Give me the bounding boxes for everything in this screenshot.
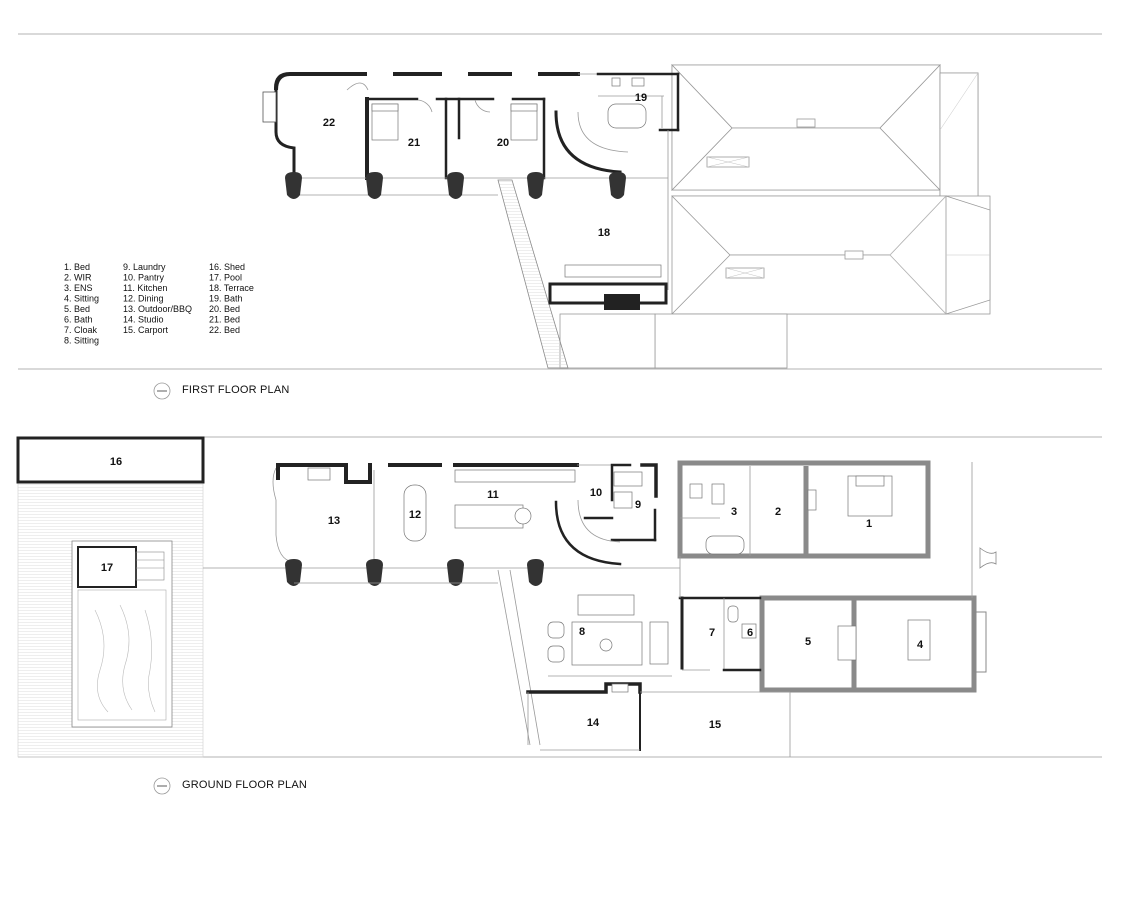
room-label: 2 [775, 506, 781, 518]
legend-item: 12. Dining [123, 294, 164, 304]
legend-column: 1. Bed 2. WIR 3. ENS 4. Sitting 5. Bed 6… [64, 262, 99, 346]
slope-strip [497, 179, 569, 369]
legend-item: 21. Bed [209, 315, 240, 325]
legend-item: 5. Bed [64, 304, 90, 314]
room-label: 15 [709, 719, 721, 731]
legend-item: 8. Sitting [64, 336, 99, 346]
room-label: 7 [709, 627, 715, 639]
room-label: 6 [747, 627, 753, 639]
room-label: 5 [805, 636, 811, 648]
legend-item: 2. WIR [64, 273, 92, 283]
first-floor-room-labels: 22 21 20 19 18 [323, 92, 647, 239]
legend-column: 16. Shed 17. Pool 18. Terrace 19. Bath 2… [209, 262, 254, 335]
ground-floor-title-block: GROUND FLOOR PLAN [153, 777, 307, 795]
ground-floor-plan: 16 17 13 12 11 10 9 3 2 1 7 6 5 4 8 14 1… [16, 436, 1102, 795]
room-label: 12 [409, 509, 421, 521]
legend-item: 16. Shed [209, 262, 245, 272]
legend-item: 11. Kitchen [123, 283, 167, 293]
legend-item: 10. Pantry [123, 273, 165, 283]
legend-item: 1. Bed [64, 262, 90, 272]
room-label: 19 [635, 92, 647, 104]
room-label: 13 [328, 515, 340, 527]
room-label: 10 [590, 487, 602, 499]
legend-item: 20. Bed [209, 304, 240, 314]
legend-item: 14. Studio [123, 315, 164, 325]
room-label: 1 [866, 518, 872, 530]
room-label: 22 [323, 117, 335, 129]
existing-house [640, 460, 997, 757]
legend-item: 6. Bath [64, 315, 93, 325]
room-label: 16 [110, 456, 122, 468]
legend-item: 18. Terrace [209, 283, 254, 293]
legend-item: 13. Outdoor/BBQ [123, 304, 192, 314]
room-label: 4 [917, 639, 924, 651]
room-label: 21 [408, 137, 420, 149]
legend-item: 15. Carport [123, 325, 169, 335]
existing-roof [559, 64, 991, 369]
columns [285, 559, 544, 586]
room-label: 18 [598, 227, 610, 239]
legend-item: 9. Laundry [123, 262, 166, 272]
legend-item: 19. Bath [209, 294, 243, 304]
columns [285, 172, 626, 199]
first-floor-walls [262, 72, 680, 310]
legend-item: 17. Pool [209, 273, 242, 283]
plan-title: FIRST FLOOR PLAN [182, 384, 290, 396]
legend: 1. Bed 2. WIR 3. ENS 4. Sitting 5. Bed 6… [64, 262, 254, 346]
room-label: 14 [587, 717, 600, 729]
room-label: 8 [579, 626, 585, 638]
shed [16, 436, 205, 484]
room-label: 3 [731, 506, 737, 518]
legend-column: 9. Laundry 10. Pantry 11. Kitchen 12. Di… [123, 262, 192, 335]
first-floor-title-block: FIRST FLOOR PLAN [153, 382, 290, 400]
legend-item: 4. Sitting [64, 294, 99, 304]
ground-floor-room-labels: 16 17 13 12 11 10 9 3 2 1 7 6 5 4 8 14 1… [101, 456, 924, 731]
room-label: 11 [487, 489, 499, 501]
legend-item: 3. ENS [64, 283, 93, 293]
room-label: 9 [635, 499, 641, 511]
room-label: 17 [101, 562, 113, 574]
section-marker-icon [153, 777, 171, 795]
first-floor-plan: 22 21 20 19 18 1. Bed 2. WIR 3. ENS 4. S… [18, 33, 1102, 400]
plan-title: GROUND FLOOR PLAN [182, 779, 307, 791]
legend-item: 7. Cloak [64, 325, 98, 335]
room-label: 20 [497, 137, 509, 149]
legend-item: 22. Bed [209, 325, 240, 335]
ground-floor-walls [272, 463, 672, 751]
section-marker-icon [153, 382, 171, 400]
